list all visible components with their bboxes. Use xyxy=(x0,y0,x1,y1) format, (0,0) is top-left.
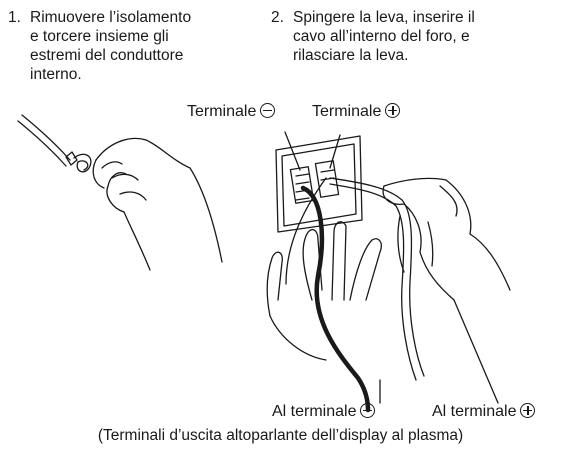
minus-leader-line xyxy=(285,132,300,170)
to-plus-leader-line xyxy=(454,300,498,403)
white-cable-inner xyxy=(330,184,416,380)
plus-sign-icon xyxy=(520,403,535,418)
minus-sign-icon xyxy=(360,403,375,418)
figure-caption: (Terminali d’uscita altoparlante dell’di… xyxy=(0,427,561,445)
twisting-wire-illustration xyxy=(18,115,222,270)
minus-sign-icon xyxy=(260,103,275,118)
to-terminal-plus-label: Al terminale xyxy=(432,403,535,421)
plus-sign-icon xyxy=(385,103,400,118)
to-terminal-minus-label: Al terminale xyxy=(272,403,375,421)
terminal-minus-label: Terminale xyxy=(187,103,275,121)
terminal-plus-label: Terminale xyxy=(312,103,400,121)
hands-illustration xyxy=(267,178,510,360)
